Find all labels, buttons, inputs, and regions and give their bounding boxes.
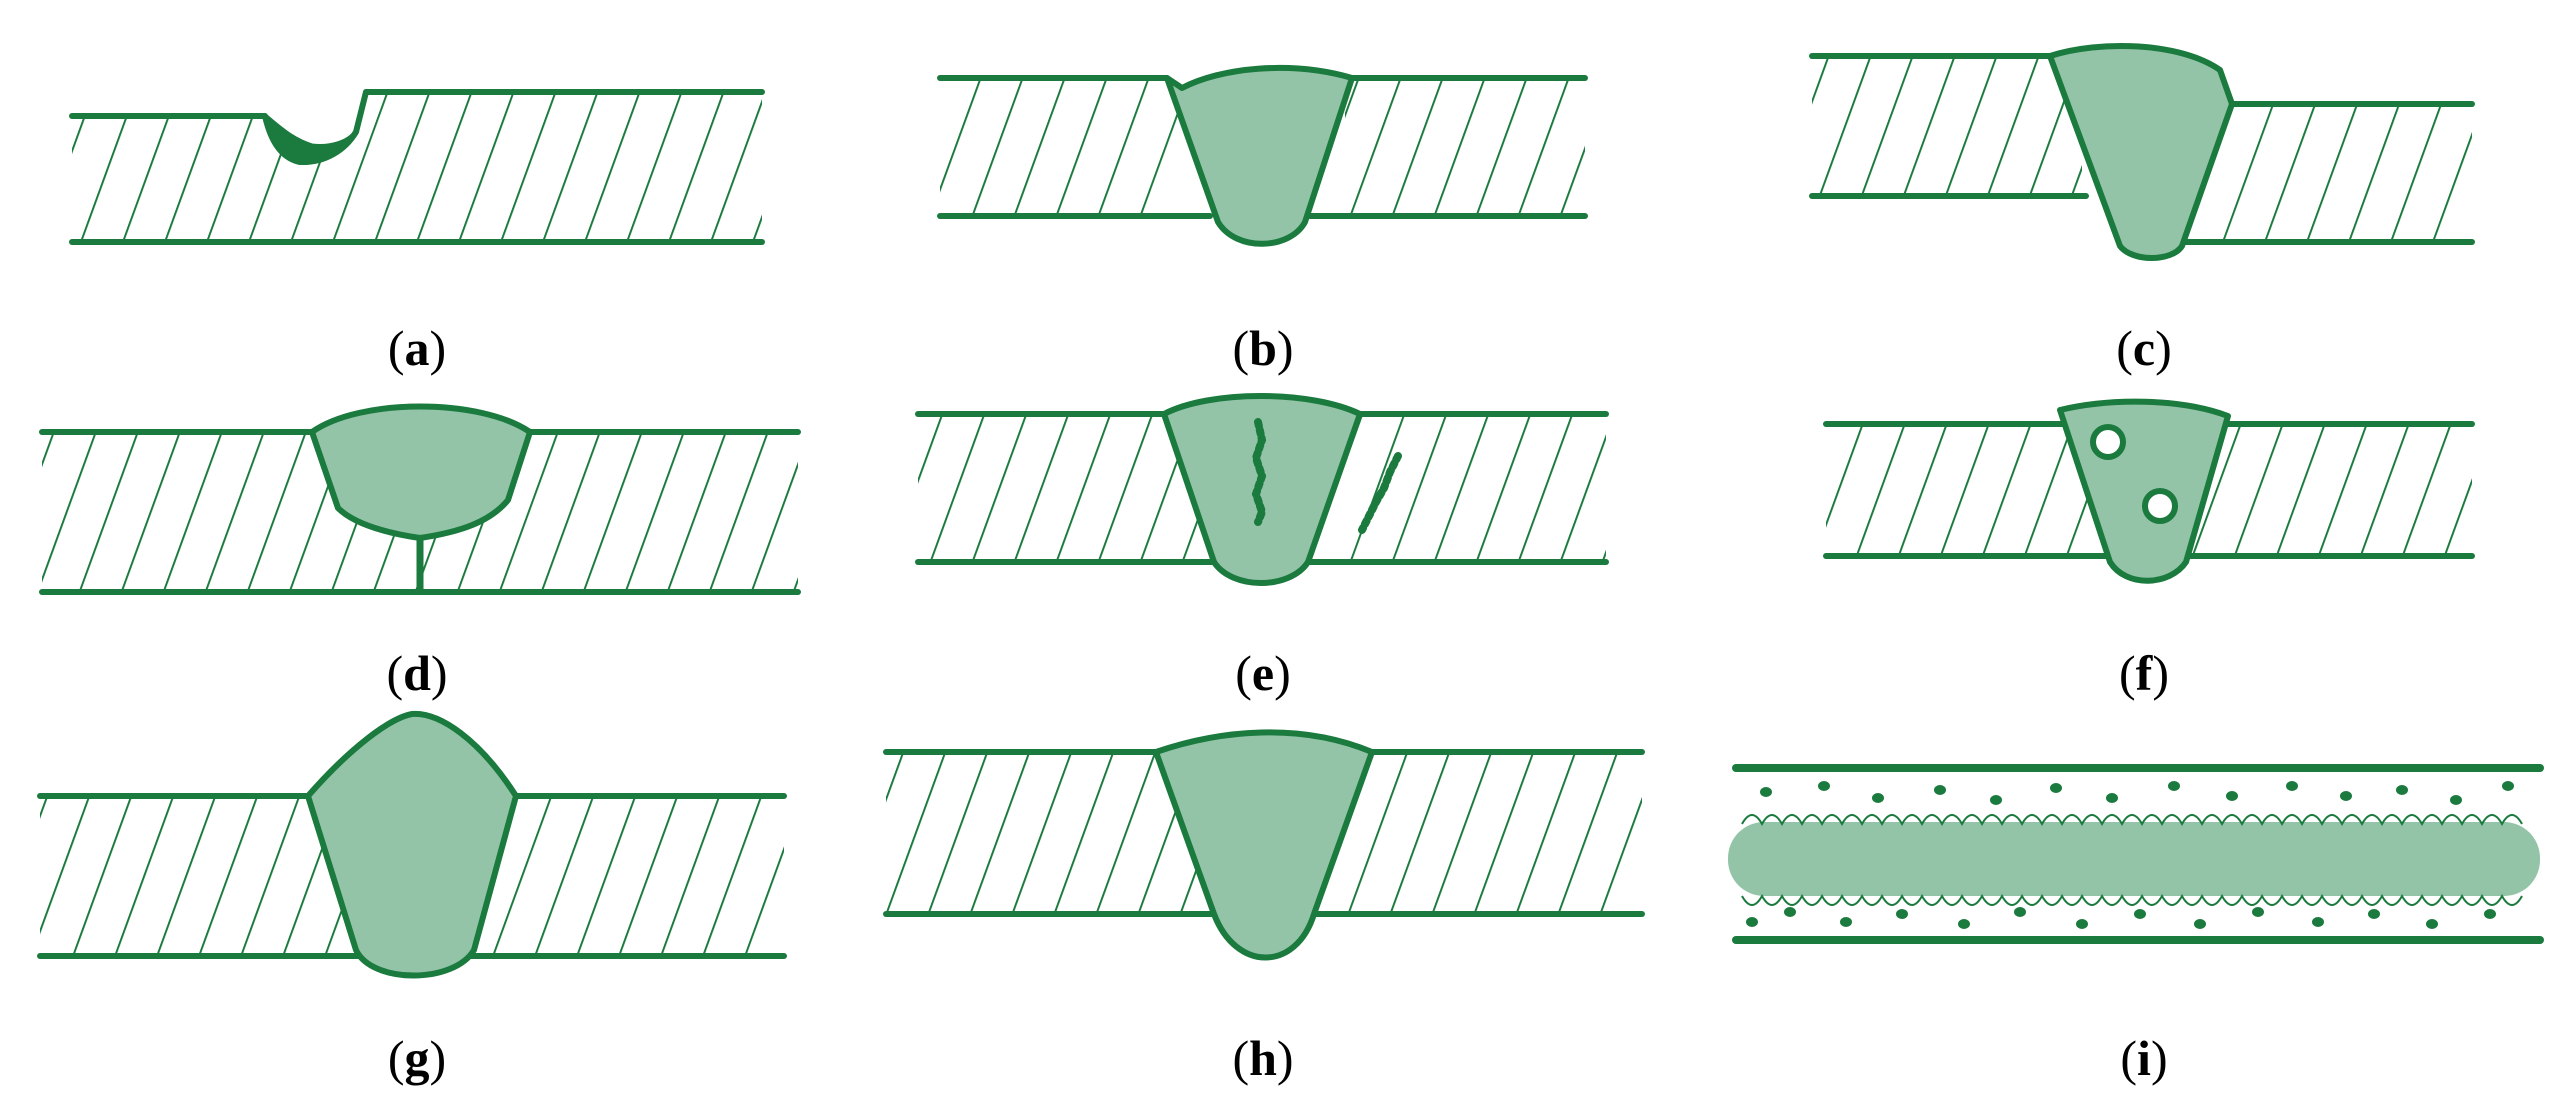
spatter-dot: [2076, 919, 2088, 929]
spatter-dot: [2106, 793, 2118, 803]
panel-c-left-plate: [1812, 56, 2082, 196]
spatter-dot: [1958, 919, 1970, 929]
panel-a-top-surface: [69, 89, 765, 166]
spatter-dot: [2252, 907, 2264, 917]
panel-g-drawing: [37, 710, 787, 979]
panel-h-weld-bead: [1153, 729, 1375, 961]
spatter-dot: [2168, 781, 2180, 791]
panel-b-drawing: [937, 65, 1588, 247]
spatter-dot: [2396, 785, 2408, 795]
spatter-dot: [2134, 909, 2146, 919]
spatter-dot: [2450, 795, 2462, 805]
spatter-dot: [2502, 781, 2514, 791]
panel-f-drawing: [1823, 398, 2475, 584]
panel-c-right-plate: [2200, 104, 2472, 242]
panel-i-ripple-bottom: [1741, 893, 2523, 906]
panel-b-label: (b): [1232, 320, 1293, 376]
spatter-dot: [2014, 907, 2026, 917]
panel-labels: (a) (b) (c) (d) (e) (f) (g) (h) (i): [386, 320, 2171, 1086]
panel-g-label: (g): [388, 1030, 446, 1086]
panel-c-weld-bead-misalignment: [2047, 42, 2235, 261]
panel-a-label: (a): [388, 320, 446, 376]
spatter-dot: [2194, 919, 2206, 929]
panel-c-drawing: [1809, 42, 2475, 261]
panel-f-label: (f): [2119, 645, 2169, 701]
panel-e-haz-crack: [1358, 452, 1402, 534]
spatter-dot: [1818, 781, 1830, 791]
spatter-dot: [2226, 791, 2238, 801]
panel-e-label: (e): [1235, 645, 1291, 701]
panel-c-label: (c): [2116, 320, 2172, 376]
panel-b-weld-bead-incomplete-fill: [1164, 65, 1355, 247]
panel-i-ripple-top: [1741, 814, 2523, 827]
panel-h-drawing: [883, 729, 1645, 961]
panel-f-porosity-pore: [2142, 488, 2178, 524]
panel-e-weld-crack: [1251, 418, 1267, 526]
panel-h-label: (h): [1232, 1030, 1293, 1086]
spatter-dot: [1760, 787, 1772, 797]
spatter-dot: [1872, 793, 1884, 803]
panel-a-drawing: [69, 89, 765, 245]
panel-d-label: (d): [386, 645, 447, 701]
panel-i-label: (i): [2120, 1030, 2167, 1086]
panel-i-drawing: [1728, 764, 2544, 944]
spatter-dot: [1934, 785, 1946, 795]
panel-b-right-plate: [1345, 78, 1585, 216]
panel-e-drawing: [915, 393, 1609, 586]
panel-g-excess-reinforcement-bead: [305, 710, 519, 979]
panel-f-porosity-pore: [2090, 424, 2126, 460]
spatter-dot: [1746, 917, 1758, 927]
spatter-dot: [1840, 917, 1852, 927]
panel-b-left-plate: [940, 78, 1180, 216]
panel-i-spatter-top: [1760, 781, 2514, 805]
panel-i-weld-bead-top-view: [1728, 822, 2540, 896]
spatter-dot: [2050, 783, 2062, 793]
spatter-dot: [1896, 909, 1908, 919]
spatter-dot: [1784, 907, 1796, 917]
panel-d-weld-bead: [309, 403, 533, 541]
spatter-dot: [1990, 795, 2002, 805]
spatter-dot: [2484, 909, 2496, 919]
spatter-dot: [2426, 919, 2438, 929]
panel-d-drawing: [39, 403, 801, 595]
spatter-dot: [2368, 909, 2380, 919]
spatter-dot: [2312, 917, 2324, 927]
spatter-dot: [2286, 781, 2298, 791]
panel-a-base-metal: [72, 92, 762, 242]
panel-e-weld-bead: [1161, 393, 1363, 586]
panel-i-spatter-bottom: [1746, 907, 2496, 929]
spatter-dot: [2340, 791, 2352, 801]
